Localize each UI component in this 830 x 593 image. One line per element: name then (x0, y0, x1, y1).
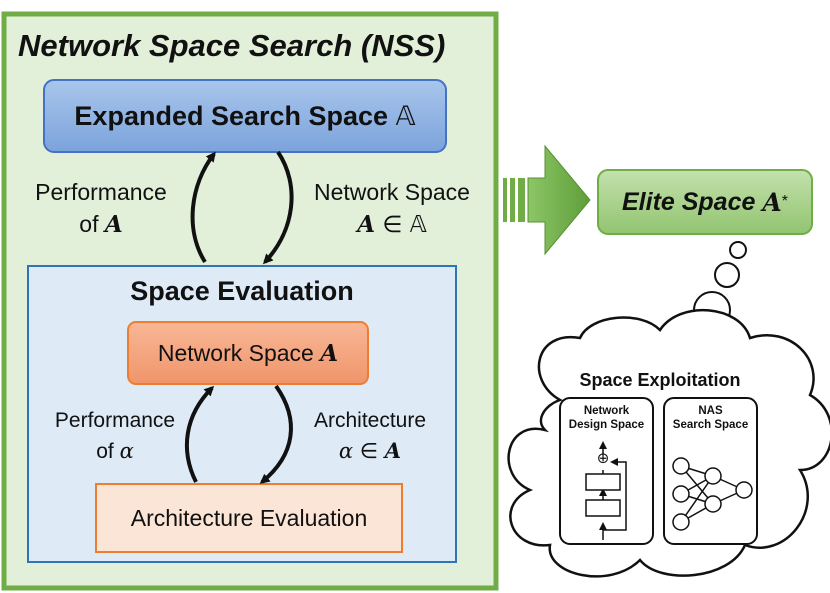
label-architecture-alpha-var2: A (384, 438, 402, 463)
label-architecture-alpha-mid: ∈ (353, 439, 385, 463)
network-design-space-panel (559, 397, 654, 545)
nas-search-space-line2: Search Space (672, 419, 749, 431)
plus-icon: ⊕ (596, 449, 610, 467)
label-network-space-A-line2: A ∈ 𝔸 (294, 208, 490, 241)
architecture-evaluation-box (95, 483, 403, 553)
expanded-search-space-text: Expanded Search Space (74, 100, 389, 131)
network-design-space-line2: Design Space (568, 419, 645, 431)
label-network-space-A-line1: Network Space (314, 179, 470, 205)
network-design-space-line1: Network (583, 405, 630, 417)
space-exploitation-title: Space Exploitation (579, 370, 741, 390)
nas-search-space-line1: NAS (698, 405, 723, 417)
big-green-arrow (503, 144, 591, 256)
label-architecture-alpha-var: α (338, 439, 354, 463)
network-space-label: Network Space A (128, 322, 368, 384)
nss-title: Network Space Search (NSS) (18, 28, 446, 63)
label-network-space-A-var: A (357, 211, 376, 238)
expanded-search-space-box (43, 79, 447, 153)
label-performance-of-A-line1: Performance (35, 179, 167, 205)
network-space-var: A (320, 339, 339, 367)
label-performance-of-A-line2: of A (14, 208, 188, 241)
nas-search-space-label: NAS Search Space (664, 404, 757, 432)
arrow-network-space-A (262, 150, 294, 265)
label-architecture-alpha: Architecture α ∈ A (296, 406, 444, 467)
thought-bubble-medium (714, 262, 740, 288)
architecture-evaluation-label: Architecture Evaluation (130, 504, 368, 531)
label-performance-of-A-var: A (104, 211, 123, 238)
network-space-box (127, 321, 369, 385)
label-network-space-A-rest: ∈ 𝔸 (375, 212, 427, 238)
label-performance-of-A: Performance of A (14, 176, 188, 241)
elite-space-sup: * (781, 193, 788, 210)
network-design-space-label: Network Design Space (560, 404, 653, 432)
expanded-search-space-label: Expanded Search Space 𝔸 (44, 80, 446, 152)
arrow-performance-of-A (190, 151, 216, 264)
elite-space-text: Elite Space (622, 187, 763, 216)
arrow-architecture-alpha (259, 384, 293, 484)
residual-block-diagram (585, 441, 627, 540)
space-evaluation-title: Space Evaluation (130, 276, 354, 306)
label-performance-of-alpha-line2: of α (40, 436, 190, 467)
network-space-text: Network Space (157, 339, 321, 366)
neural-network-diagram (672, 457, 753, 531)
label-performance-of-alpha-line1: Performance (54, 409, 176, 432)
label-performance-of-A-prefix: of (79, 211, 105, 237)
label-architecture-alpha-line2: α ∈ A (296, 436, 444, 467)
expanded-search-space-symbol: 𝔸 (395, 100, 416, 132)
elite-space-label: Elite Space A* (598, 170, 812, 234)
label-architecture-alpha-line1: Architecture (313, 409, 427, 432)
thought-bubble-small (729, 241, 747, 259)
label-performance-of-alpha-var: α (119, 439, 134, 463)
elite-space-var: A (762, 187, 782, 217)
arrow-performance-of-alpha (184, 385, 215, 483)
elite-space-box (597, 169, 813, 235)
label-performance-of-alpha: Performance of α (40, 406, 190, 467)
label-performance-of-alpha-prefix: of (96, 440, 120, 463)
label-network-space-A: Network Space A ∈ 𝔸 (294, 176, 490, 241)
